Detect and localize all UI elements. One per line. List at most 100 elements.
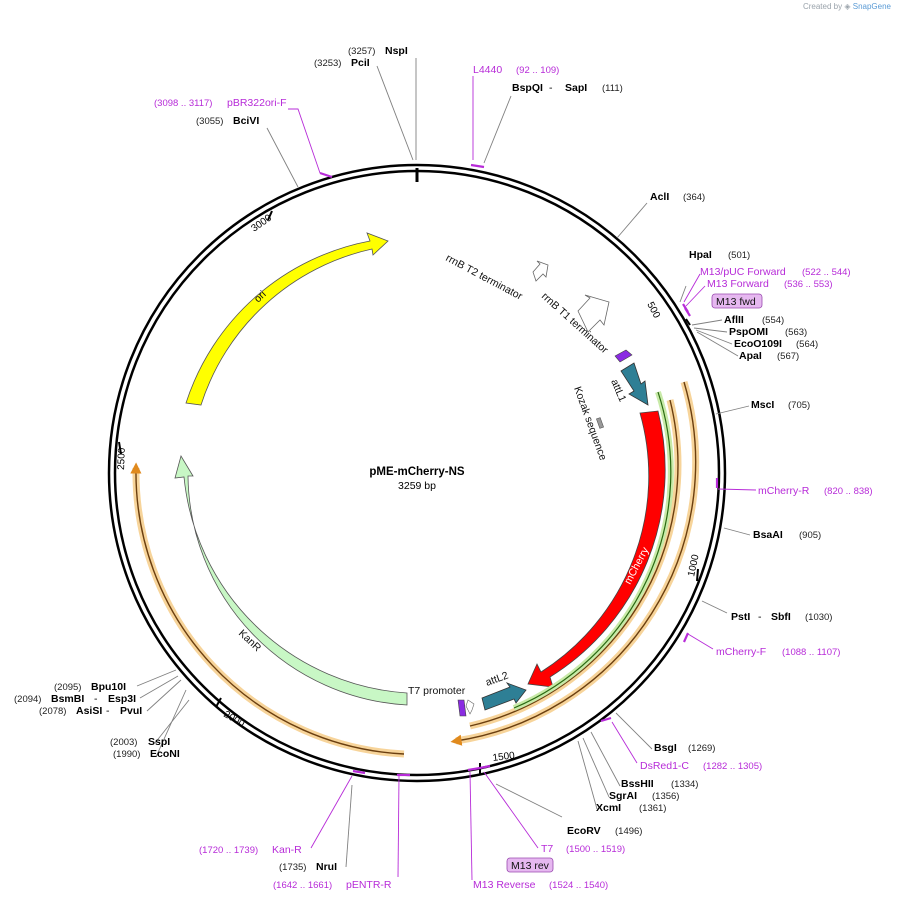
primer-kan-r[interactable]: (1720 .. 1739) Kan-R: [199, 844, 302, 856]
svg-text:(2095): (2095): [54, 682, 81, 693]
badge-m13-fwd[interactable]: M13 fwd: [711, 293, 763, 309]
tick-label-1000: 1000: [686, 553, 701, 577]
svg-text:(536 .. 553): (536 .. 553): [784, 279, 833, 290]
svg-text:pBR322ori-F: pBR322ori-F: [227, 97, 287, 109]
svg-text:(1030): (1030): [805, 612, 832, 623]
svg-text:-: -: [549, 82, 553, 94]
enzyme-apai[interactable]: ApaI (567): [739, 350, 799, 362]
kozak-feature[interactable]: Kozak sequence: [571, 385, 609, 462]
svg-text:XcmI: XcmI: [596, 802, 621, 814]
svg-text:(1282 .. 1305): (1282 .. 1305): [703, 761, 762, 772]
rrnb-t2-label: rrnB T2 terminator: [444, 252, 525, 303]
backbone: [107, 163, 727, 783]
enzyme-nspi[interactable]: (3257) NspI: [348, 45, 408, 57]
enzyme-asisi-pvui[interactable]: (2078) AsiSI - PvuI: [39, 705, 142, 717]
svg-text:(1356): (1356): [652, 791, 679, 802]
plasmid-length: 3259 bp: [398, 480, 436, 492]
primer-m13-forward[interactable]: M13 Forward (536 .. 553): [707, 278, 833, 290]
svg-text:M13/pUC Forward: M13/pUC Forward: [700, 266, 786, 278]
tick-label-500: 500: [644, 300, 662, 320]
enzyme-bpu10i[interactable]: (2095) Bpu10I: [54, 681, 126, 693]
t7-promoter-label: T7 promoter: [408, 685, 466, 697]
primer-mcherry-f[interactable]: mCherry-F (1088 .. 1107): [716, 646, 840, 658]
enzyme-sgrai[interactable]: SgrAI (1356): [609, 790, 679, 802]
primer-m13-puc-forward[interactable]: M13/pUC Forward (522 .. 544): [700, 266, 851, 278]
svg-text:-: -: [758, 611, 762, 623]
enzyme-leaders: [136, 58, 751, 868]
svg-text:BspQI: BspQI: [512, 82, 543, 94]
svg-text:(111): (111): [602, 83, 623, 94]
primer-t7[interactable]: T7 (1500 .. 1519): [541, 843, 625, 855]
svg-text:(905): (905): [799, 530, 821, 541]
svg-text:(1990): (1990): [113, 749, 140, 760]
primer-pbr322ori-f[interactable]: (3098 .. 3117) pBR322ori-F: [154, 97, 287, 109]
enzyme-aflii[interactable]: AflII (554): [724, 314, 784, 326]
svg-text:DsRed1-C: DsRed1-C: [640, 760, 689, 772]
primer-labels: L4440 (92 .. 109) (3098 .. 3117) pBR322o…: [154, 64, 873, 891]
primer-pentr-r[interactable]: (1642 .. 1661) pENTR-R: [273, 879, 392, 891]
svg-text:EcoRV: EcoRV: [567, 825, 601, 837]
svg-text:AclI: AclI: [650, 191, 669, 203]
snapgene-credit: Created by ◈ SnapGene: [803, 2, 891, 11]
svg-text:EcoNI: EcoNI: [150, 748, 180, 760]
enzyme-nrui[interactable]: (1735) NruI: [279, 861, 337, 873]
enzyme-sspi[interactable]: (2003) SspI: [110, 736, 170, 748]
svg-text:AflII: AflII: [724, 314, 744, 326]
svg-text:BciVI: BciVI: [233, 115, 259, 127]
svg-text:(563): (563): [785, 327, 807, 338]
enzyme-econi[interactable]: (1990) EcoNI: [113, 748, 180, 760]
svg-text:NspI: NspI: [385, 45, 408, 57]
svg-text:-: -: [106, 705, 110, 717]
svg-text:(1088 .. 1107): (1088 .. 1107): [782, 647, 840, 658]
svg-text:(705): (705): [788, 400, 810, 411]
enzyme-bsaai[interactable]: BsaAI (905): [753, 529, 821, 541]
enzyme-bsmbi-esp3i[interactable]: (2094) BsmBI - Esp3I: [14, 693, 136, 705]
enzyme-pcii[interactable]: (3253) PciI: [314, 57, 370, 69]
svg-text:BsgI: BsgI: [654, 742, 677, 754]
attl1-feature[interactable]: attL1: [608, 362, 649, 406]
enzyme-xcmi[interactable]: XcmI (1361): [596, 802, 666, 814]
enzyme-bsgi[interactable]: BsgI (1269): [654, 742, 715, 754]
badge-m13-rev[interactable]: M13 rev: [506, 857, 554, 873]
enzyme-acli[interactable]: AclI (364): [650, 191, 705, 203]
enzyme-hpai[interactable]: HpaI (501): [689, 249, 750, 261]
svg-text:(1524 .. 1540): (1524 .. 1540): [549, 880, 608, 891]
primer-l4440[interactable]: L4440 (92 .. 109): [473, 64, 559, 76]
svg-text:(2094): (2094): [14, 694, 41, 705]
enzyme-psti-sbfi[interactable]: PstI - SbfI (1030): [731, 611, 832, 623]
svg-text:(522 .. 544): (522 .. 544): [802, 267, 851, 278]
orf-arcs: [130, 381, 700, 758]
enzyme-bsshii[interactable]: BssHII (1334): [621, 778, 698, 790]
svg-text:BsaAI: BsaAI: [753, 529, 783, 541]
rrnb-t1-feature[interactable]: rrnB T1 terminator: [539, 290, 611, 356]
enzyme-pspomi[interactable]: PspOMI (563): [729, 326, 807, 338]
t7-promoter-feature[interactable]: T7 promoter: [408, 685, 475, 717]
credit-prefix: Created by: [802, 2, 843, 11]
enzyme-bspqi-sapi[interactable]: BspQI - SapI (111): [512, 82, 623, 94]
svg-text:PciI: PciI: [351, 57, 370, 69]
primer-m13-reverse[interactable]: M13 Reverse (1524 .. 1540): [473, 879, 608, 891]
primer-dsred1-c[interactable]: DsRed1-C (1282 .. 1305): [640, 760, 762, 772]
svg-text:BsmBI: BsmBI: [51, 693, 84, 705]
svg-text:(554): (554): [762, 315, 784, 326]
svg-text:(3055): (3055): [196, 116, 223, 127]
svg-text:HpaI: HpaI: [689, 249, 712, 261]
snapgene-logo-icon: ◈: [844, 2, 851, 11]
rrnb-t2-feature[interactable]: rrnB T2 terminator: [444, 252, 549, 303]
svg-text:mCherry-R: mCherry-R: [758, 485, 810, 497]
svg-text:SapI: SapI: [565, 82, 587, 94]
svg-text:L4440: L4440: [473, 64, 502, 76]
enzyme-ecorv[interactable]: EcoRV (1496): [567, 825, 642, 837]
enzyme-ecoo109i[interactable]: EcoO109I (564): [734, 338, 818, 350]
svg-text:(564): (564): [796, 339, 818, 350]
primer-mcherry-r[interactable]: mCherry-R (820 .. 838): [758, 485, 873, 497]
svg-text:M13 Forward: M13 Forward: [707, 278, 769, 290]
enzyme-msci[interactable]: MscI (705): [751, 399, 810, 411]
svg-text:T7: T7: [541, 843, 553, 855]
svg-text:NruI: NruI: [316, 861, 337, 873]
svg-text:M13 Reverse: M13 Reverse: [473, 879, 536, 891]
ori-feature[interactable]: ori: [185, 232, 389, 406]
svg-text:(1269): (1269): [688, 743, 715, 754]
enzyme-bcivi[interactable]: (3055) BciVI: [196, 115, 259, 127]
